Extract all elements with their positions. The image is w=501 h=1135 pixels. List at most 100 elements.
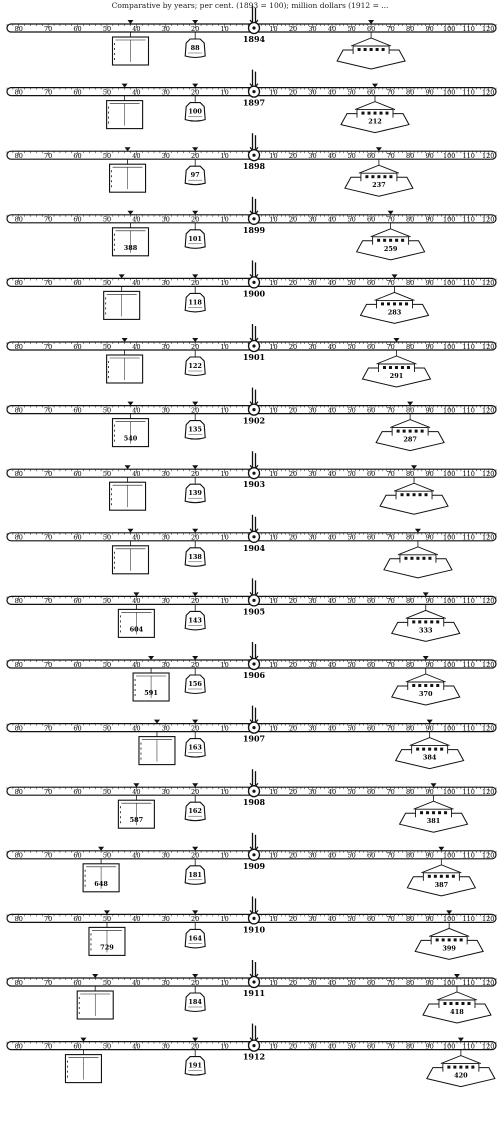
weight-pointer [430,783,437,788]
tick-label: 20 [191,88,199,96]
weight-pointer [192,20,199,24]
figure-header: Comparative by years; per cent. (1893 = … [112,1,389,10]
house-window [379,111,383,115]
tick-label: 80 [406,343,414,351]
tick-label: 40 [328,534,336,542]
tick-label: 60 [73,470,81,478]
tick-label: 20 [289,534,297,542]
tick-label: 120 [482,661,494,669]
house-window [357,48,361,51]
house-value: 237 [372,181,386,189]
tick-label: 70 [386,597,394,605]
tick-label: 80 [406,1042,414,1050]
tick-label: 120 [482,152,494,160]
house-value: 333 [419,626,433,634]
tick-label: 10 [220,597,228,605]
tick-label: 40 [132,1042,140,1050]
weight-pointer [422,592,429,597]
bag-value: 135 [188,426,202,434]
house-window [438,811,442,815]
tick-label: 40 [328,279,336,287]
house-window [389,175,393,179]
tick-label: 10 [269,343,277,351]
tick-label: 40 [132,279,140,287]
tick-label: 40 [328,216,336,224]
tick-label: 70 [386,216,394,224]
house-window [416,747,420,751]
house-window [449,1002,453,1005]
tick-label: 60 [367,152,375,160]
tick-label: 120 [482,88,494,96]
tick-label: 50 [103,1042,111,1050]
pivot-center [252,853,256,857]
weight-pointer [124,465,131,470]
tick-label: 20 [289,152,297,160]
tick-label: 40 [132,534,140,542]
weight-pointer [391,274,398,279]
house-base [398,812,469,833]
tick-label: 80 [406,979,414,987]
tick-label: 20 [289,406,297,414]
tick-label: 30 [308,661,316,669]
tick-label: 40 [132,979,140,987]
tick-label: 80 [406,788,414,796]
pivot-center [252,344,256,348]
tick-label: 100 [443,661,455,669]
house-base [359,303,430,324]
tick-label: 30 [308,152,316,160]
tick-label: 90 [426,852,434,860]
tick-label: 30 [308,406,316,414]
tick-label: 40 [328,343,336,351]
tick-label: 90 [426,152,434,160]
house-window [418,684,422,687]
tick-label: 90 [426,915,434,923]
tick-label: 20 [191,915,199,923]
house-window [414,429,418,433]
pivot-center [252,916,256,921]
tick-label: 110 [462,470,474,478]
tick-label: 70 [44,25,52,33]
tick-label: 60 [73,979,81,987]
tick-label: 60 [73,406,81,414]
tick-label: 50 [103,343,111,351]
tick-label: 20 [289,915,297,923]
pivot-center [252,726,256,730]
tick-label: 60 [367,979,375,987]
year-label: 1900 [243,288,266,298]
tick-label: 40 [328,724,336,732]
tick-label: 100 [443,88,455,96]
house-window [432,811,436,815]
tick-label: 120 [482,279,494,287]
house-window [369,48,373,51]
tick-label: 20 [191,216,199,224]
tick-label: 20 [191,534,199,542]
tick-label: 80 [15,788,23,796]
house-window [443,1002,447,1005]
tick-label: 20 [191,152,199,160]
tick-label: 30 [308,534,316,542]
bag-value: 97 [191,171,200,179]
tick-label: 40 [328,152,336,160]
weight-pointer [457,1037,464,1042]
house-window [418,620,422,624]
tick-label: 100 [443,724,455,732]
house-window [383,175,387,179]
tick-label: 80 [15,25,23,33]
tick-label: 40 [328,788,336,796]
house-window [465,1065,469,1069]
box-value: 388 [124,244,138,252]
tick-label: 40 [328,470,336,478]
tick-label: 70 [44,852,52,860]
house-base [355,240,426,261]
tick-label: 20 [191,724,199,732]
year-label: 1908 [243,797,266,807]
weight-pointer [372,83,378,88]
house-base [375,431,445,452]
tick-label: 80 [406,470,414,478]
house-value: 384 [423,754,437,762]
box-value: 591 [144,689,158,697]
